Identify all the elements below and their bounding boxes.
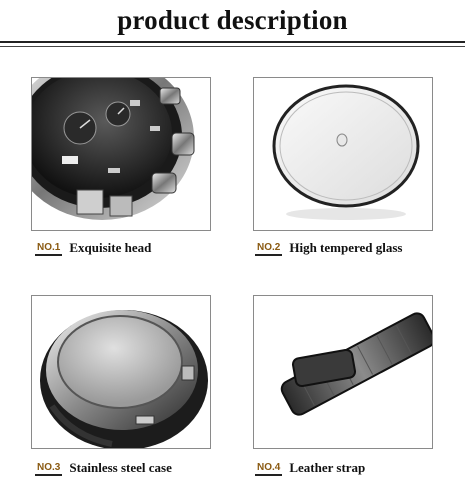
feature-caption-1: NO.1 Exquisite head (35, 238, 151, 258)
feature-caption-4: NO.4 Leather strap (255, 458, 365, 478)
feature-number-badge: NO.2 (255, 241, 283, 256)
feature-number-badge: NO.1 (35, 241, 63, 256)
title-rule-top (0, 41, 465, 43)
feature-label: Exquisite head (69, 240, 152, 255)
feature-number-badge: NO.3 (35, 461, 63, 476)
feature-image-watch-head (31, 77, 211, 231)
feature-label: Leather strap (289, 460, 366, 475)
feature-number-badge: NO.4 (255, 461, 283, 476)
feature-label: Stainless steel case (69, 460, 172, 475)
title-rule-bottom (0, 46, 465, 47)
feature-image-tempered-glass (253, 77, 433, 231)
feature-label: High tempered glass (289, 240, 403, 255)
page-title: product description (117, 5, 348, 35)
feature-image-steel-case (31, 295, 211, 449)
feature-caption-3: NO.3 Stainless steel case (35, 458, 172, 478)
feature-image-leather-strap (253, 295, 433, 449)
feature-caption-2: NO.2 High tempered glass (255, 238, 403, 258)
